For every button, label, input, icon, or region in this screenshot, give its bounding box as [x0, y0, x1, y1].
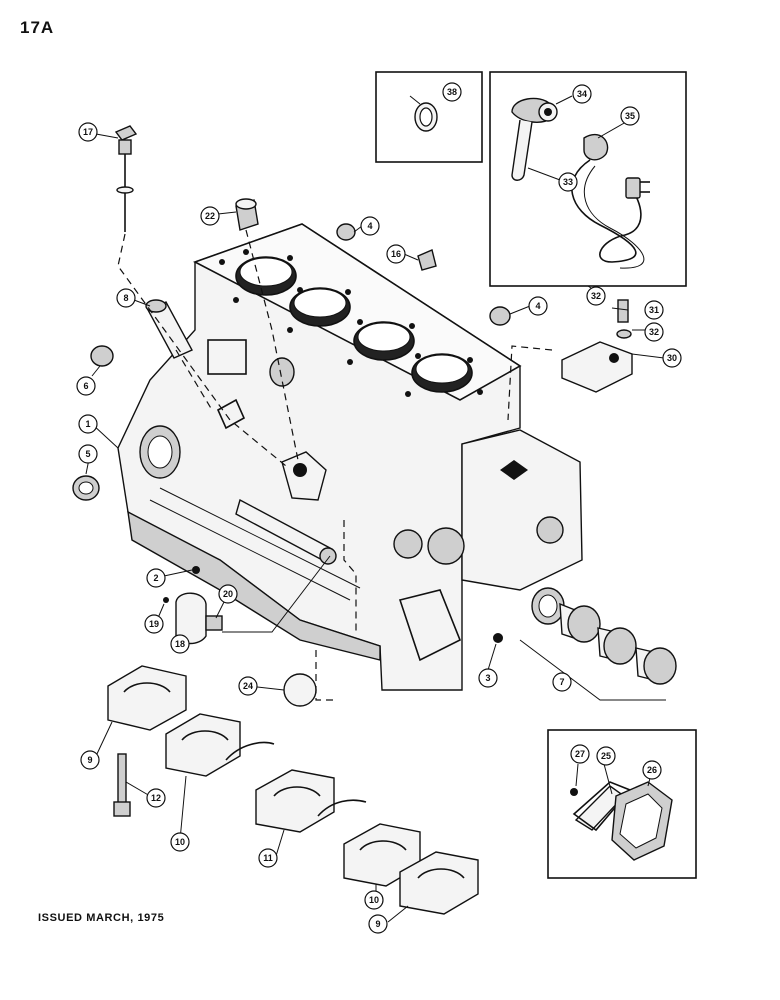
svg-text:10: 10: [369, 895, 379, 905]
callout-18: 18: [170, 634, 190, 654]
callout-9a: 9: [80, 750, 100, 770]
callout-6: 6: [76, 376, 96, 396]
svg-text:12: 12: [151, 793, 161, 803]
svg-text:10: 10: [175, 837, 185, 847]
callout-12: 12: [146, 788, 166, 808]
bearing-caps: [107, 665, 479, 915]
callout-30: 30: [662, 348, 682, 368]
block-heater-part: [511, 97, 650, 269]
callout-20: 20: [218, 584, 238, 604]
callout-34: 34: [572, 84, 592, 104]
svg-text:4: 4: [367, 221, 372, 231]
svg-text:19: 19: [149, 619, 159, 629]
svg-text:25: 25: [601, 751, 611, 761]
callout-25: 25: [596, 746, 616, 766]
callout-10b: 10: [364, 890, 384, 910]
callout-26: 26: [642, 760, 662, 780]
small-parts: [72, 198, 633, 817]
callout-35: 35: [620, 106, 640, 126]
callout-32a: 32: [644, 322, 664, 342]
main-bearings: [531, 587, 677, 685]
page-number: 17A: [20, 18, 55, 37]
svg-text:17: 17: [83, 127, 93, 137]
svg-text:38: 38: [447, 87, 457, 97]
svg-text:6: 6: [83, 381, 88, 391]
callout-leaders: [85, 95, 665, 923]
cover-plate-part: [570, 781, 673, 861]
svg-text:30: 30: [667, 353, 677, 363]
callout-31: 31: [644, 300, 664, 320]
svg-text:2: 2: [153, 573, 158, 583]
callout-5: 5: [78, 444, 98, 464]
svg-text:1: 1: [85, 419, 90, 429]
svg-text:11: 11: [263, 853, 273, 863]
callout-32b: 32: [586, 286, 606, 306]
callout-38: 38: [442, 82, 462, 102]
svg-text:16: 16: [391, 249, 401, 259]
svg-text:4: 4: [535, 301, 540, 311]
dipstick-part: [114, 125, 138, 232]
svg-text:24: 24: [243, 681, 253, 691]
callout-33: 33: [558, 172, 578, 192]
svg-text:3: 3: [485, 673, 490, 683]
callout-24: 24: [238, 676, 258, 696]
seal-ring-part: [414, 102, 438, 132]
svg-text:20: 20: [223, 589, 233, 599]
svg-text:35: 35: [625, 111, 635, 121]
callout-19: 19: [144, 614, 164, 634]
svg-text:22: 22: [205, 211, 215, 221]
callout-4a: 4: [360, 216, 380, 236]
svg-text:31: 31: [649, 305, 659, 315]
callout-22: 22: [200, 206, 220, 226]
callout-11: 11: [258, 848, 278, 868]
callout-1: 1: [78, 414, 98, 434]
callout-4b: 4: [528, 296, 548, 316]
callout-27: 27: [570, 744, 590, 764]
callout-16: 16: [386, 244, 406, 264]
callout-17: 17: [78, 122, 98, 142]
callout-2: 2: [146, 568, 166, 588]
svg-text:32: 32: [649, 327, 659, 337]
svg-text:27: 27: [575, 749, 585, 759]
callouts: 17 22 4 16 8 4 31 32 30 6 1 5 2 20 19 18…: [76, 82, 682, 934]
svg-text:8: 8: [123, 293, 128, 303]
callout-10a: 10: [170, 832, 190, 852]
cylinder-block: [117, 223, 583, 691]
callout-9b: 9: [368, 914, 388, 934]
svg-text:9: 9: [87, 755, 92, 765]
svg-text:18: 18: [175, 639, 185, 649]
svg-text:7: 7: [559, 677, 564, 687]
svg-text:32: 32: [591, 291, 601, 301]
callout-7: 7: [552, 672, 572, 692]
svg-text:26: 26: [647, 765, 657, 775]
inset-box-cover-plate: [547, 729, 697, 879]
callout-3: 3: [478, 668, 498, 688]
callout-8: 8: [116, 288, 136, 308]
dashed-leaders: [117, 229, 666, 701]
svg-text:33: 33: [563, 177, 573, 187]
svg-text:9: 9: [375, 919, 380, 929]
svg-text:34: 34: [577, 89, 587, 99]
issued-date: ISSUED MARCH, 1975: [38, 912, 165, 924]
inset-box-seal: [375, 71, 483, 163]
svg-text:5: 5: [85, 449, 90, 459]
